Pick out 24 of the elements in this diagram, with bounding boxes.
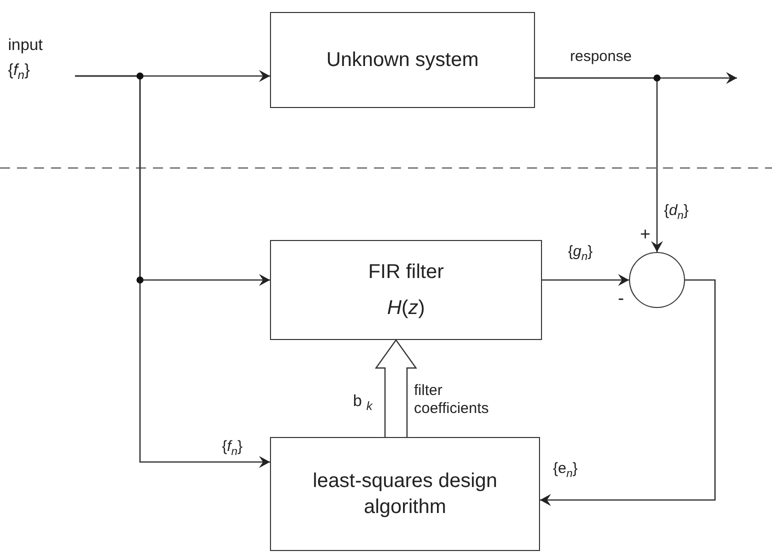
edge-label: filter coefficients — [414, 382, 490, 418]
hollow-arrow — [374, 338, 418, 438]
summing-circle — [629, 252, 685, 308]
arrow — [542, 274, 629, 286]
signal-name: {f$_{n}$} — [8, 61, 30, 84]
block-box — [270, 437, 540, 551]
block-box — [270, 12, 535, 108]
edge-label: {e$_{n}$} — [553, 460, 578, 482]
signal-label: input — [8, 36, 43, 56]
block-title: least-squares design algorithm — [312, 469, 498, 520]
arrow — [540, 279, 716, 506]
transfer-function: H(z) — [387, 296, 425, 321]
sign-label: - — [618, 288, 624, 310]
edge-label: {d$_{n}$} — [664, 202, 689, 224]
block-box — [270, 240, 542, 340]
edge-label: {f$_{n}$} — [222, 438, 242, 460]
arrow — [75, 75, 270, 468]
arrow — [535, 77, 663, 252]
coefficient-label: b $_{k}$ — [353, 392, 372, 414]
edge-label: {g$_{n}$} — [568, 243, 593, 264]
block-title: FIR filter — [368, 260, 444, 285]
sign-label: + — [640, 224, 651, 246]
edge-label: response — [570, 48, 632, 66]
block-title: Unknown system — [326, 48, 479, 73]
